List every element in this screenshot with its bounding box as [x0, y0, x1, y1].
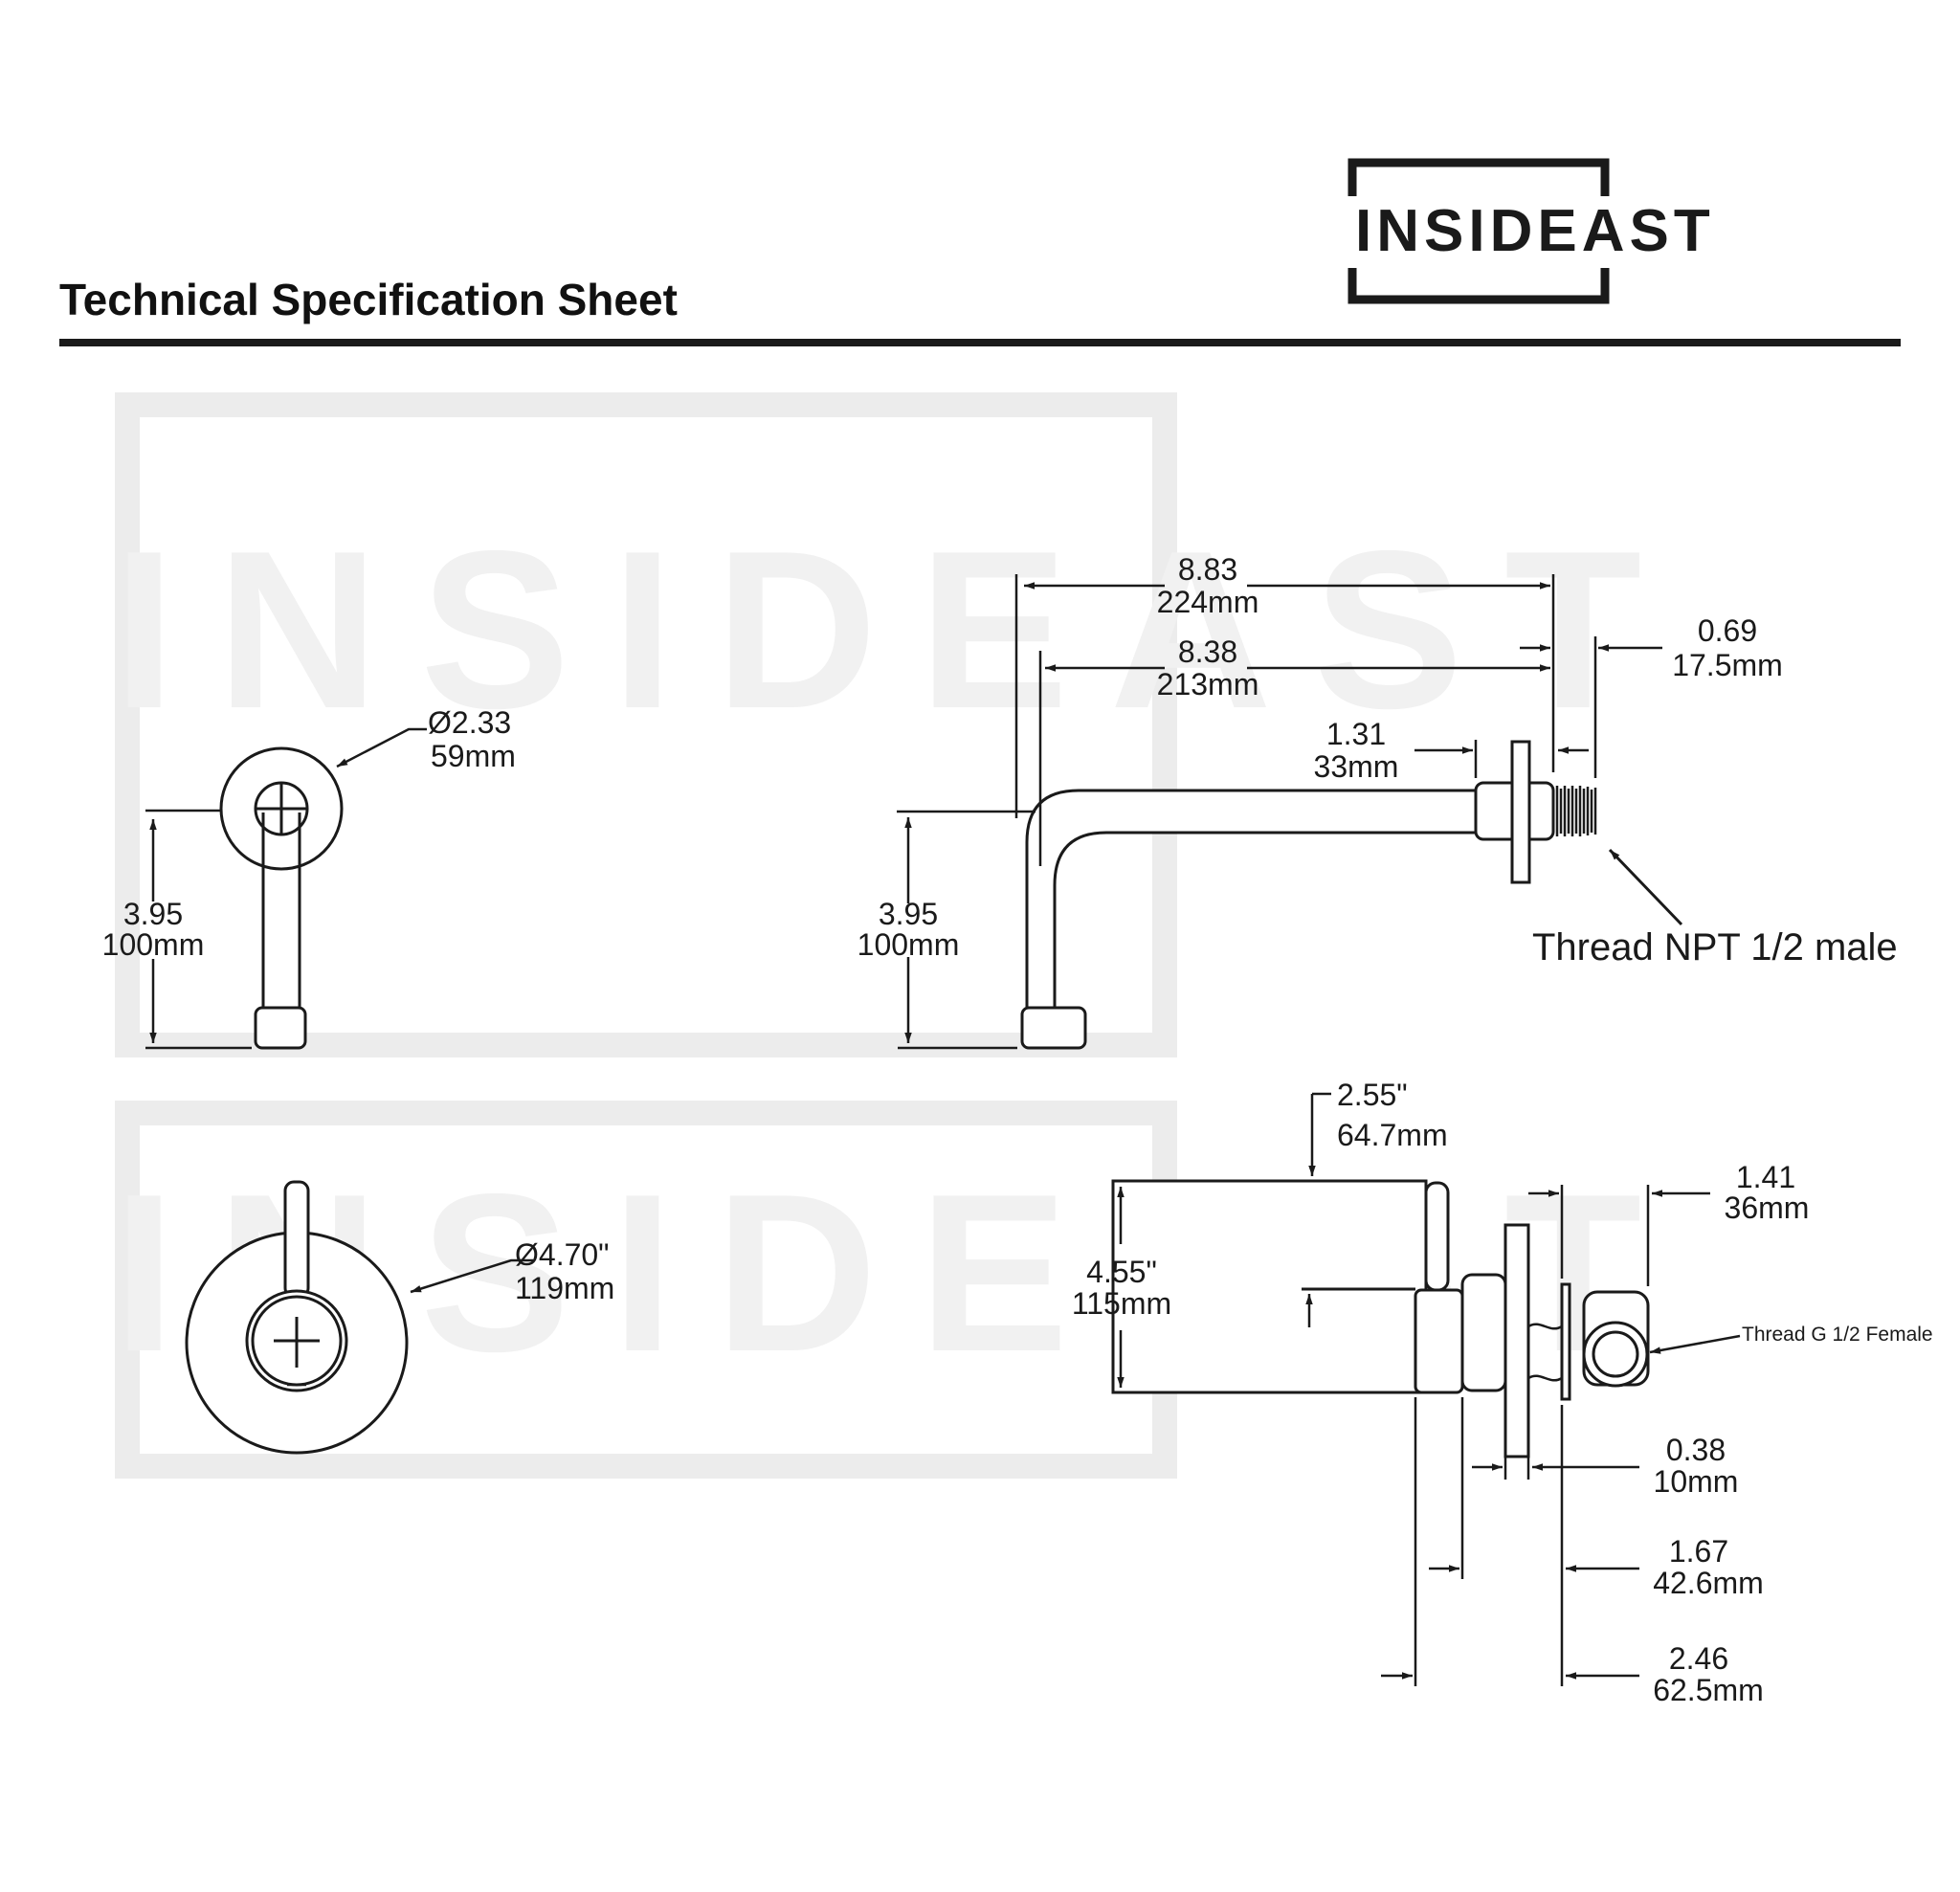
dim-depth-plate-mm: 42.6mm — [1653, 1566, 1764, 1600]
g-thread-label: Thread G 1/2 Female — [1742, 1324, 1933, 1346]
dim-thread-len-mm: 17.5mm — [1672, 648, 1783, 682]
dim-plate-thick-mm: 10mm — [1654, 1464, 1739, 1499]
dim-total-length-in: 8.83 — [1178, 552, 1237, 587]
dim-depth-handle-mm: 62.5mm — [1653, 1673, 1764, 1707]
dim-body-height-mm: 115mm — [1072, 1286, 1171, 1321]
brand-logo: INSIDEAST — [1348, 158, 1715, 304]
valve-rough-in-body — [1111, 1179, 1428, 1394]
npt-thread-label: Thread NPT 1/2 male — [1532, 926, 1898, 968]
dim-plate-dia-in: Ø2.33 — [428, 705, 511, 740]
dim-handle-proj-in: 1.41 — [1736, 1160, 1795, 1194]
dim-plate-dia-mm: 59mm — [431, 739, 516, 773]
dim-collar-len-in: 1.31 — [1326, 717, 1386, 751]
header-divider — [59, 339, 1901, 346]
dim-collar-len-mm: 33mm — [1314, 749, 1399, 784]
watermark-frame-bottom — [115, 1101, 1177, 1479]
valve-side-view: 2.55" 64.7mm 4.55" 115mm 1.41 36mm Threa… — [1072, 1078, 1933, 1707]
dim-total-length-mm: 224mm — [1157, 585, 1259, 619]
valve-cartridge — [1414, 1288, 1464, 1394]
dim-body-height-in: 4.55" — [1086, 1255, 1157, 1289]
logo-frame-bottom — [1348, 268, 1610, 304]
valve-sleeve — [1460, 1273, 1507, 1392]
dim-body-depth-mm: 64.7mm — [1337, 1118, 1448, 1152]
dim-drop-mm: 100mm — [102, 927, 205, 962]
dim-handle-dia-in: Ø4.70" — [515, 1237, 610, 1272]
logo-text: INSIDEAST — [1355, 198, 1715, 264]
dim-depth-plate-in: 1.67 — [1669, 1534, 1728, 1569]
valve-top-column — [1424, 1181, 1450, 1292]
spout-tip — [254, 1006, 307, 1050]
dim-wall-thread-mm: 213mm — [1157, 667, 1259, 701]
spout-tip-side — [1020, 1006, 1087, 1050]
spout-side-view: 8.83 224mm 8.38 213mm 0.69 17.5mm 1.31 3… — [858, 552, 1898, 1050]
handle-front-view: Ø4.70" 119mm — [185, 1180, 614, 1455]
page-title: Technical Specification Sheet — [59, 275, 678, 324]
npt-threads — [1555, 786, 1597, 836]
handle-base-plate — [1560, 1282, 1571, 1401]
spout-arm — [1025, 789, 1478, 1010]
handle-lever — [283, 1180, 310, 1299]
dim-depth-handle-in: 2.46 — [1669, 1641, 1728, 1676]
dim-handle-proj-mm: 36mm — [1725, 1191, 1810, 1225]
dim-side-drop-in: 3.95 — [879, 897, 938, 931]
dim-wall-thread-in: 8.38 — [1178, 634, 1237, 669]
dim-plate-thick-in: 0.38 — [1666, 1433, 1726, 1467]
dim-body-depth-in: 2.55" — [1337, 1078, 1408, 1112]
dim-side-drop-mm: 100mm — [858, 927, 960, 962]
spout-front-view: 3.95 100mm Ø2.33 59mm — [102, 705, 516, 1050]
dim-thread-len-in: 0.69 — [1698, 613, 1757, 648]
spout-wall-flange — [1510, 740, 1531, 884]
watermark-text-top: INSIDEAST — [113, 503, 1683, 755]
handle-knob-inner — [1592, 1330, 1639, 1378]
logo-frame-top — [1348, 158, 1610, 196]
escutcheon-plate — [1503, 1223, 1530, 1458]
dim-drop-in: 3.95 — [123, 897, 183, 931]
dim-handle-dia-mm: 119mm — [515, 1271, 614, 1305]
